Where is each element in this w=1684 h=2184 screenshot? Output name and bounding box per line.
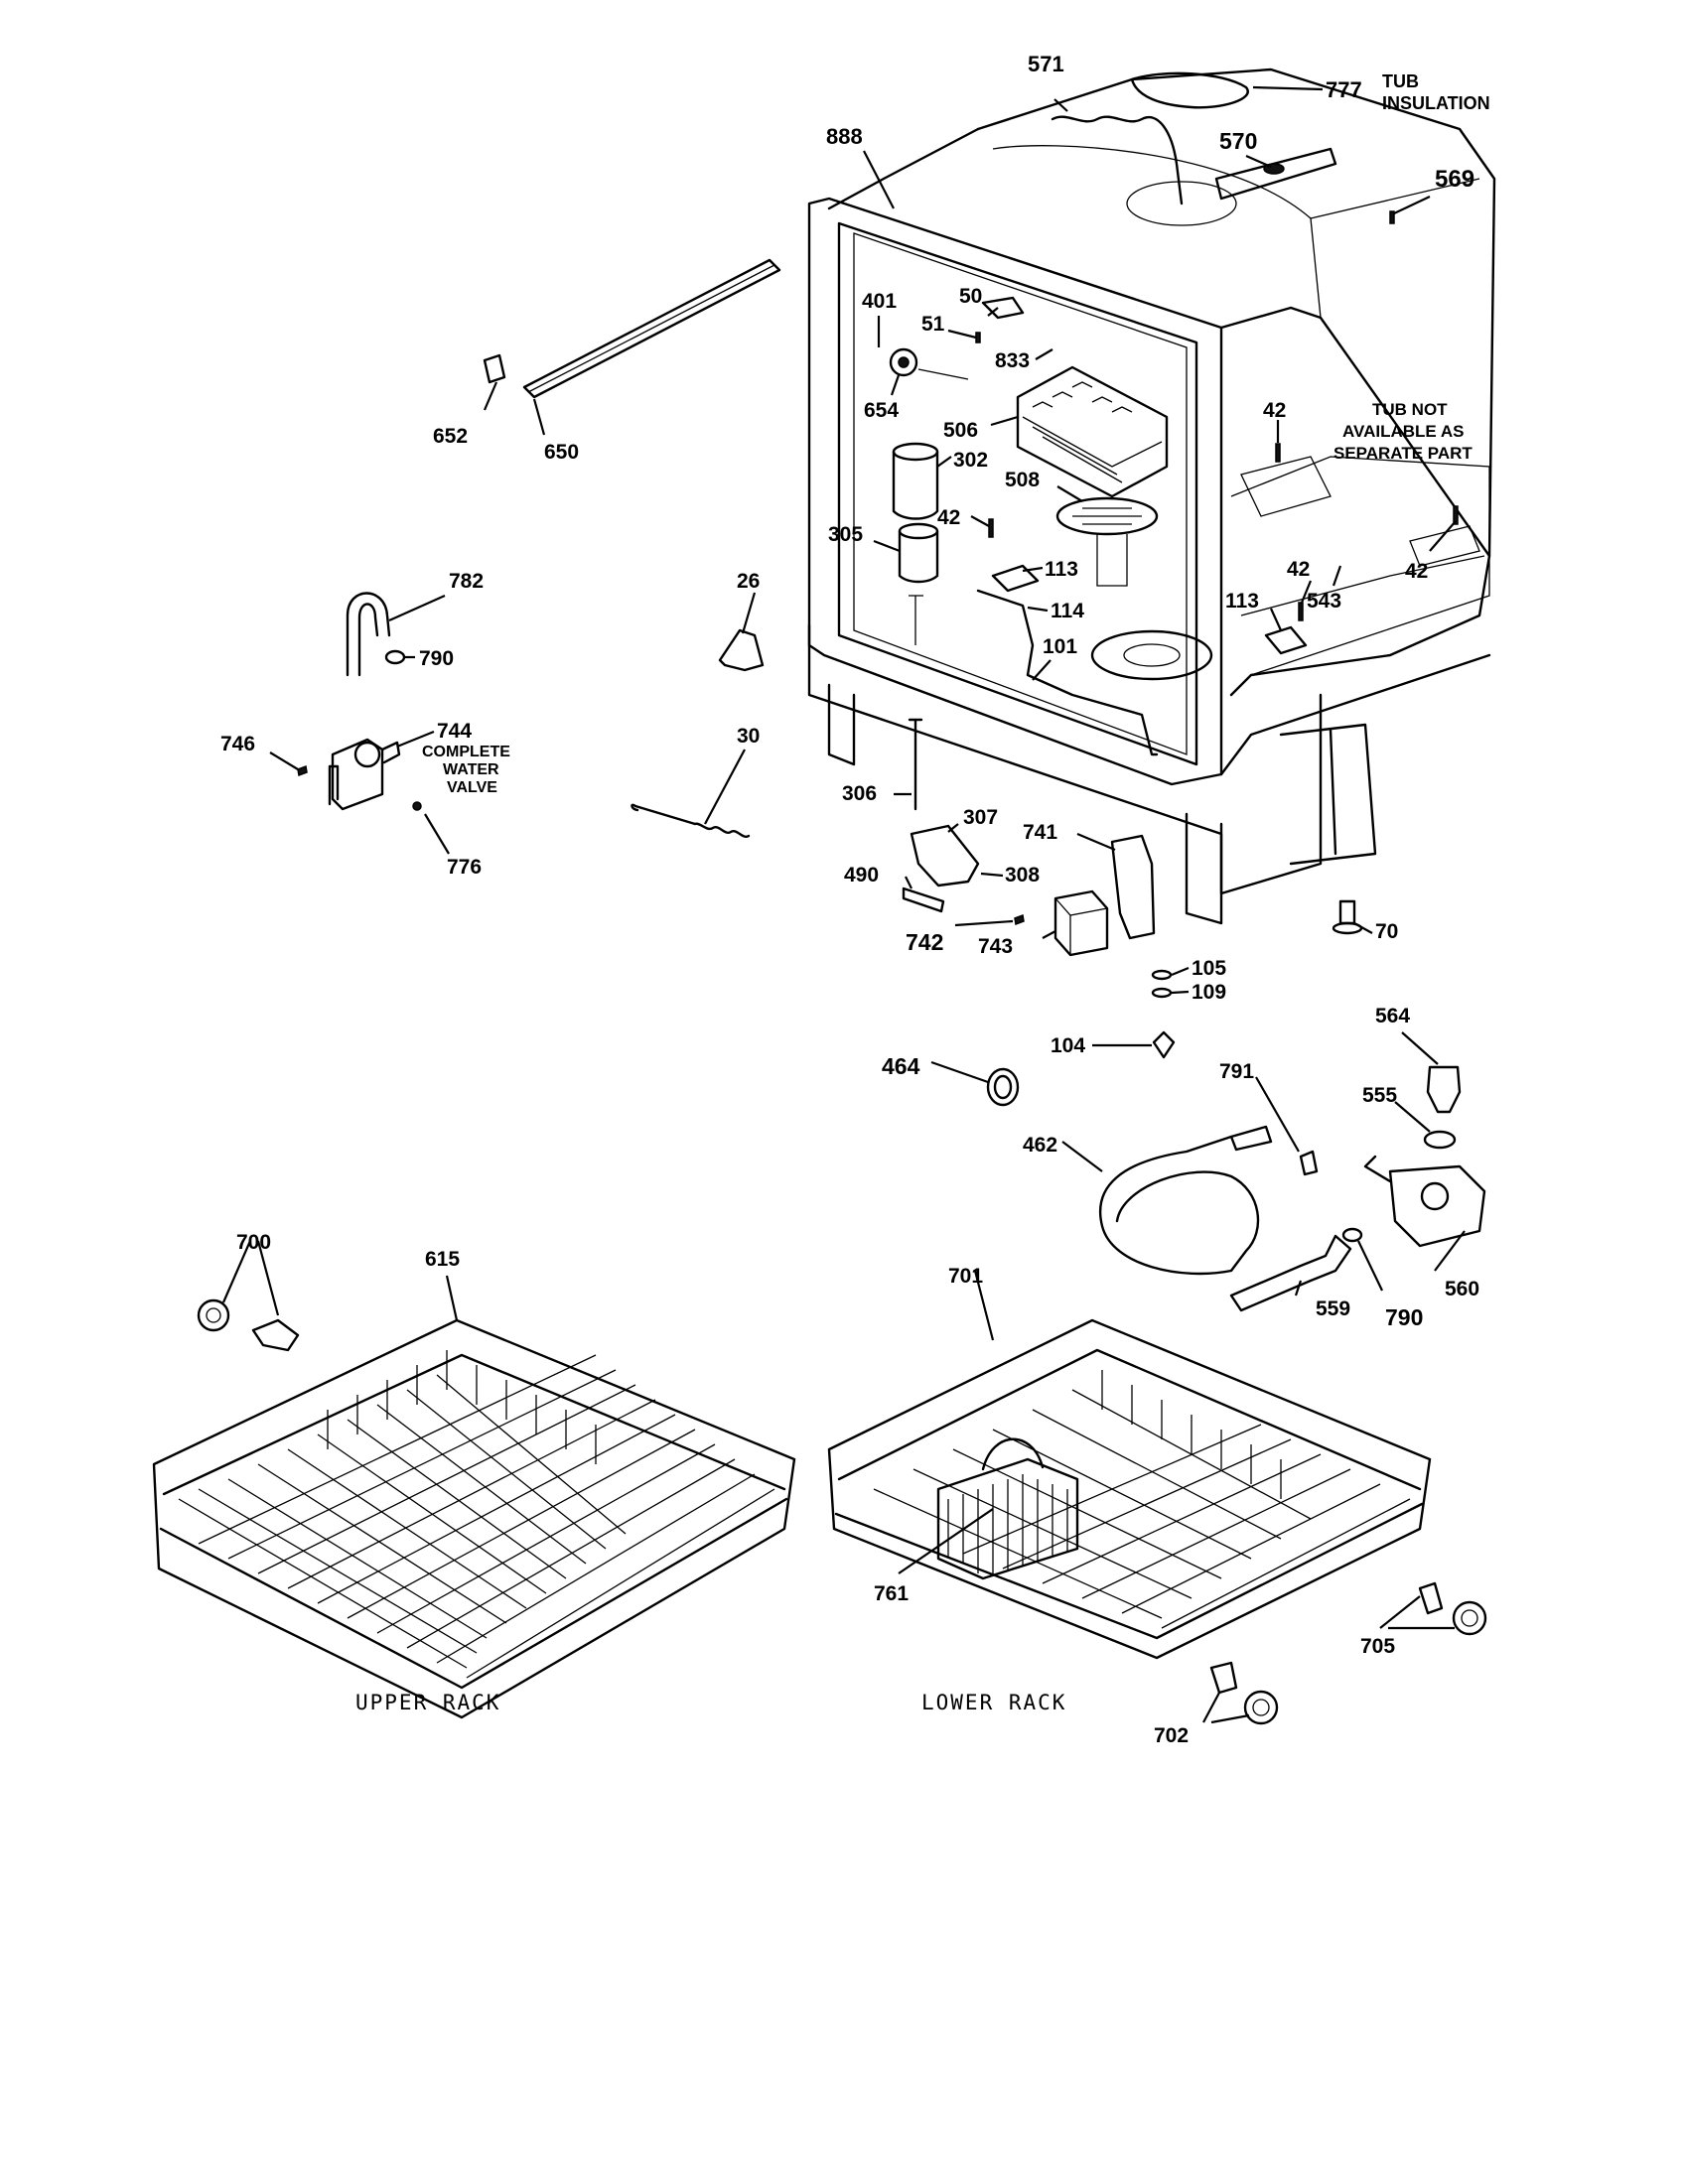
label-790a: 790 <box>419 647 454 670</box>
label-790b: 790 <box>1385 1304 1423 1330</box>
label-104: 104 <box>1051 1034 1085 1057</box>
label-308: 308 <box>1005 864 1040 887</box>
label-42c: 42 <box>1287 558 1310 581</box>
leader-lines <box>221 85 1466 1724</box>
label-490: 490 <box>844 864 879 887</box>
part-labels: 571 777 TUB INSULATION 888 570 569 401 5… <box>220 52 1490 1747</box>
label-70: 70 <box>1375 920 1398 943</box>
label-401: 401 <box>862 290 897 313</box>
label-654: 654 <box>864 399 899 422</box>
upper-rack <box>152 1298 796 1719</box>
label-tub-insulation-2: INSULATION <box>1382 93 1490 113</box>
label-tub-not-3: SEPARATE PART <box>1333 444 1473 463</box>
label-650: 650 <box>544 441 579 464</box>
label-42d: 42 <box>1405 560 1428 583</box>
label-109: 109 <box>1192 981 1226 1004</box>
label-652: 652 <box>433 425 468 448</box>
label-570: 570 <box>1219 128 1257 154</box>
label-305: 305 <box>828 523 863 546</box>
label-tub-insulation-1: TUB <box>1382 71 1419 91</box>
label-571: 571 <box>1028 52 1064 76</box>
label-559: 559 <box>1316 1297 1350 1320</box>
label-742: 742 <box>906 929 943 955</box>
label-888: 888 <box>826 124 863 149</box>
label-744: 744 <box>437 720 472 743</box>
label-462: 462 <box>1023 1134 1057 1157</box>
caption-lower-rack: LOWER RACK <box>921 1691 1066 1714</box>
label-30: 30 <box>737 725 760 748</box>
label-506: 506 <box>943 419 978 442</box>
label-782: 782 <box>449 570 484 593</box>
label-746: 746 <box>220 733 255 755</box>
label-42b: 42 <box>937 506 960 529</box>
label-50: 50 <box>959 285 982 308</box>
label-464: 464 <box>882 1053 920 1079</box>
caption-upper-rack: UPPER RACK <box>355 1691 500 1714</box>
label-569: 569 <box>1435 166 1474 193</box>
label-105: 105 <box>1192 957 1226 980</box>
label-543: 543 <box>1307 590 1341 613</box>
label-306: 306 <box>842 782 877 805</box>
lower-rack <box>827 1318 1487 1725</box>
label-791: 791 <box>1219 1060 1254 1083</box>
label-tub-not-2: AVAILABLE AS <box>1342 422 1464 441</box>
loose-parts-left <box>297 258 781 839</box>
label-700: 700 <box>236 1231 271 1254</box>
label-564: 564 <box>1375 1005 1410 1027</box>
label-705: 705 <box>1360 1635 1395 1658</box>
label-113a: 113 <box>1045 558 1078 581</box>
label-42a: 42 <box>1263 399 1286 422</box>
label-743: 743 <box>978 935 1013 958</box>
label-777: 777 <box>1326 77 1362 102</box>
label-51: 51 <box>921 313 945 336</box>
label-valve: VALVE <box>447 779 497 796</box>
label-complete: COMPLETE <box>422 744 510 760</box>
label-113b: 113 <box>1225 590 1259 613</box>
label-101: 101 <box>1043 635 1077 658</box>
label-307: 307 <box>963 806 998 829</box>
label-302: 302 <box>953 449 988 472</box>
label-508: 508 <box>1005 469 1040 491</box>
tub-assembly <box>807 68 1496 925</box>
label-water: WATER <box>443 761 499 778</box>
label-26: 26 <box>737 570 760 593</box>
label-776: 776 <box>447 856 482 879</box>
label-761: 761 <box>874 1582 909 1605</box>
label-555: 555 <box>1362 1084 1397 1107</box>
label-833: 833 <box>995 349 1030 372</box>
label-114: 114 <box>1051 600 1084 622</box>
label-741: 741 <box>1023 821 1057 844</box>
label-560: 560 <box>1445 1278 1479 1300</box>
label-615: 615 <box>425 1248 460 1271</box>
label-701: 701 <box>948 1265 983 1288</box>
label-tub-not-1: TUB NOT <box>1372 400 1448 419</box>
loose-parts-center <box>902 718 1486 1312</box>
label-702: 702 <box>1154 1724 1189 1747</box>
